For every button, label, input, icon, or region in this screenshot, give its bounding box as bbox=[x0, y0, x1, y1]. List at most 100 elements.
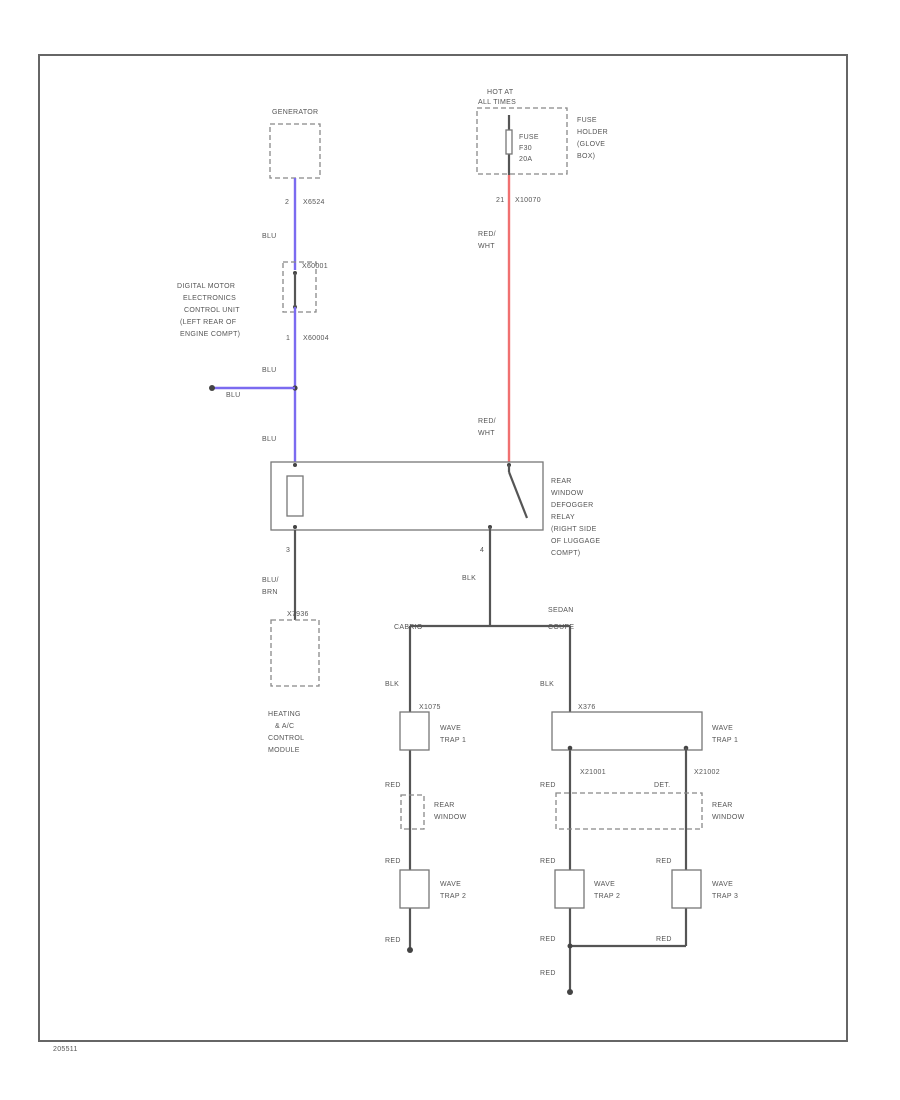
fuse-holder-box bbox=[476, 107, 568, 175]
right-wave-trap-1-label-2: TRAP 1 bbox=[712, 737, 738, 744]
relay-coil bbox=[286, 475, 304, 517]
gen-connector: X6524 bbox=[303, 199, 325, 206]
wire-label-red-right-6: RED bbox=[540, 970, 556, 977]
left-wave-trap-2-label-2: TRAP 2 bbox=[440, 893, 466, 900]
wire-label-red-left-1: RED bbox=[385, 782, 401, 789]
right-rear-window-box bbox=[555, 792, 703, 830]
relay-label-6: OF LUGGAGE bbox=[551, 538, 600, 545]
wire-label-blu-2: BLU bbox=[262, 367, 277, 374]
right-trap-pin-1 bbox=[567, 745, 573, 751]
diagram-frame bbox=[38, 54, 848, 1042]
branch-wire-label: BLU bbox=[226, 392, 241, 399]
wire-label-blk-left: BLK bbox=[385, 681, 399, 688]
relay-switch-arm bbox=[507, 471, 529, 519]
fuse-holder-label-2: HOLDER bbox=[577, 129, 608, 136]
wire-label-redwht-1b: WHT bbox=[478, 243, 495, 250]
dme-pin: 1 bbox=[286, 335, 290, 342]
dme-label-5: ENGINE COMPT) bbox=[180, 331, 240, 338]
dme-connector-bottom: X60004 bbox=[303, 335, 329, 342]
wire-label-blk-right: BLK bbox=[540, 681, 554, 688]
left-rear-window-label-2: WINDOW bbox=[434, 814, 467, 821]
left-wave-trap-1-label-2: TRAP 1 bbox=[440, 737, 466, 744]
dme-box bbox=[282, 261, 317, 313]
hvac-label-2: & A/C bbox=[275, 723, 294, 730]
fuse-holder-label-4: BOX) bbox=[577, 153, 595, 160]
wire-label-blu-3: BLU bbox=[262, 436, 277, 443]
wire-label-red-right-3: RED bbox=[656, 858, 672, 865]
relay-pin-coil-top bbox=[293, 463, 297, 467]
right-trap-connector: X376 bbox=[578, 704, 596, 711]
left-rear-window-box bbox=[400, 794, 425, 830]
wire-label-redwht-1a: RED/ bbox=[478, 231, 496, 238]
left-ground-dot bbox=[407, 947, 413, 953]
rw-connector-1: X21001 bbox=[580, 769, 606, 776]
hvac-label-1: HEATING bbox=[268, 711, 301, 718]
relay-pin-coil-bottom bbox=[293, 525, 297, 529]
relay-pin-right-label: 4 bbox=[480, 547, 484, 554]
relay-pin-left-label: 3 bbox=[286, 547, 290, 554]
left-rear-window-label-1: REAR bbox=[434, 802, 455, 809]
wire-label-blk-relay: BLK bbox=[462, 575, 476, 582]
fuse-label-3: 20A bbox=[519, 156, 532, 163]
fuse-pin: 21 bbox=[496, 197, 504, 204]
relay-label-2: WINDOW bbox=[551, 490, 584, 497]
cabrio-label: CABRIO bbox=[394, 624, 423, 631]
relay-label-7: COMPT) bbox=[551, 550, 580, 557]
wire-label-blu-1: BLU bbox=[262, 233, 277, 240]
right-rear-window-label-1: REAR bbox=[712, 802, 733, 809]
relay-box bbox=[270, 461, 544, 531]
wire-label-red-left-3: RED bbox=[385, 937, 401, 944]
relay-label-5: (RIGHT SIDE bbox=[551, 526, 597, 533]
right-wave-trap-2-label-2: TRAP 2 bbox=[594, 893, 620, 900]
sedan-label-1: SEDAN bbox=[548, 607, 574, 614]
fuse-label-1: FUSE bbox=[519, 134, 539, 141]
right-wave-trap-2 bbox=[554, 869, 585, 909]
right-wave-trap-1-label-1: WAVE bbox=[712, 725, 733, 732]
diagram-id: 205511 bbox=[53, 1046, 78, 1053]
dme-connector-top: X60001 bbox=[302, 263, 328, 270]
gen-pin: 2 bbox=[285, 199, 289, 206]
fuse-connector: X10070 bbox=[515, 197, 541, 204]
wire-label-red-right-1: RED bbox=[540, 782, 556, 789]
dme-label-2: ELECTRONICS bbox=[183, 295, 236, 302]
wire-label-blubrn-a: BLU/ bbox=[262, 577, 279, 584]
hvac-connector: X7936 bbox=[287, 611, 309, 618]
hvac-label-4: MODULE bbox=[268, 747, 300, 754]
hvac-box bbox=[270, 619, 320, 687]
right-wave-trap-3-label-1: WAVE bbox=[712, 881, 733, 888]
generator-box bbox=[269, 123, 321, 179]
fuse-label-2: F30 bbox=[519, 145, 532, 152]
rw-connector-2: X21002 bbox=[694, 769, 720, 776]
wire-label-red-right-2: RED bbox=[540, 858, 556, 865]
hot-at-label-2: ALL TIMES bbox=[478, 99, 516, 106]
branch-arrow bbox=[209, 385, 215, 391]
dme-label-1: DIGITAL MOTOR bbox=[177, 283, 235, 290]
wire-label-red-right-4: RED bbox=[540, 936, 556, 943]
left-wave-trap-2 bbox=[399, 869, 430, 909]
wire-label-blubrn-b: BRN bbox=[262, 589, 278, 596]
right-wave-trap-1 bbox=[551, 711, 703, 751]
relay-label-3: DEFOGGER bbox=[551, 502, 593, 509]
dme-label-3: CONTROL UNIT bbox=[184, 307, 240, 314]
right-splice-dot bbox=[567, 943, 573, 949]
wire-label-redwht-2b: WHT bbox=[478, 430, 495, 437]
hot-at-label-1: HOT AT bbox=[487, 89, 514, 96]
dme-label-4: (LEFT REAR OF bbox=[180, 319, 236, 326]
relay-label-1: REAR bbox=[551, 478, 572, 485]
left-wave-trap-2-label-1: WAVE bbox=[440, 881, 461, 888]
hvac-label-3: CONTROL bbox=[268, 735, 304, 742]
det-label: DET. bbox=[654, 782, 670, 789]
fuse-holder-label-3: (GLOVE bbox=[577, 141, 605, 148]
right-wave-trap-2-label-1: WAVE bbox=[594, 881, 615, 888]
left-wave-trap-1 bbox=[399, 711, 430, 751]
right-ground-dot bbox=[567, 989, 573, 995]
left-wave-trap-1-label-1: WAVE bbox=[440, 725, 461, 732]
generator-label: GENERATOR bbox=[272, 109, 318, 116]
fuse-symbol bbox=[505, 129, 513, 155]
right-wave-trap-3-label-2: TRAP 3 bbox=[712, 893, 738, 900]
fuse-holder-label-1: FUSE bbox=[577, 117, 597, 124]
wire-label-redwht-2a: RED/ bbox=[478, 418, 496, 425]
wire-label-red-left-2: RED bbox=[385, 858, 401, 865]
right-wave-trap-3 bbox=[671, 869, 702, 909]
